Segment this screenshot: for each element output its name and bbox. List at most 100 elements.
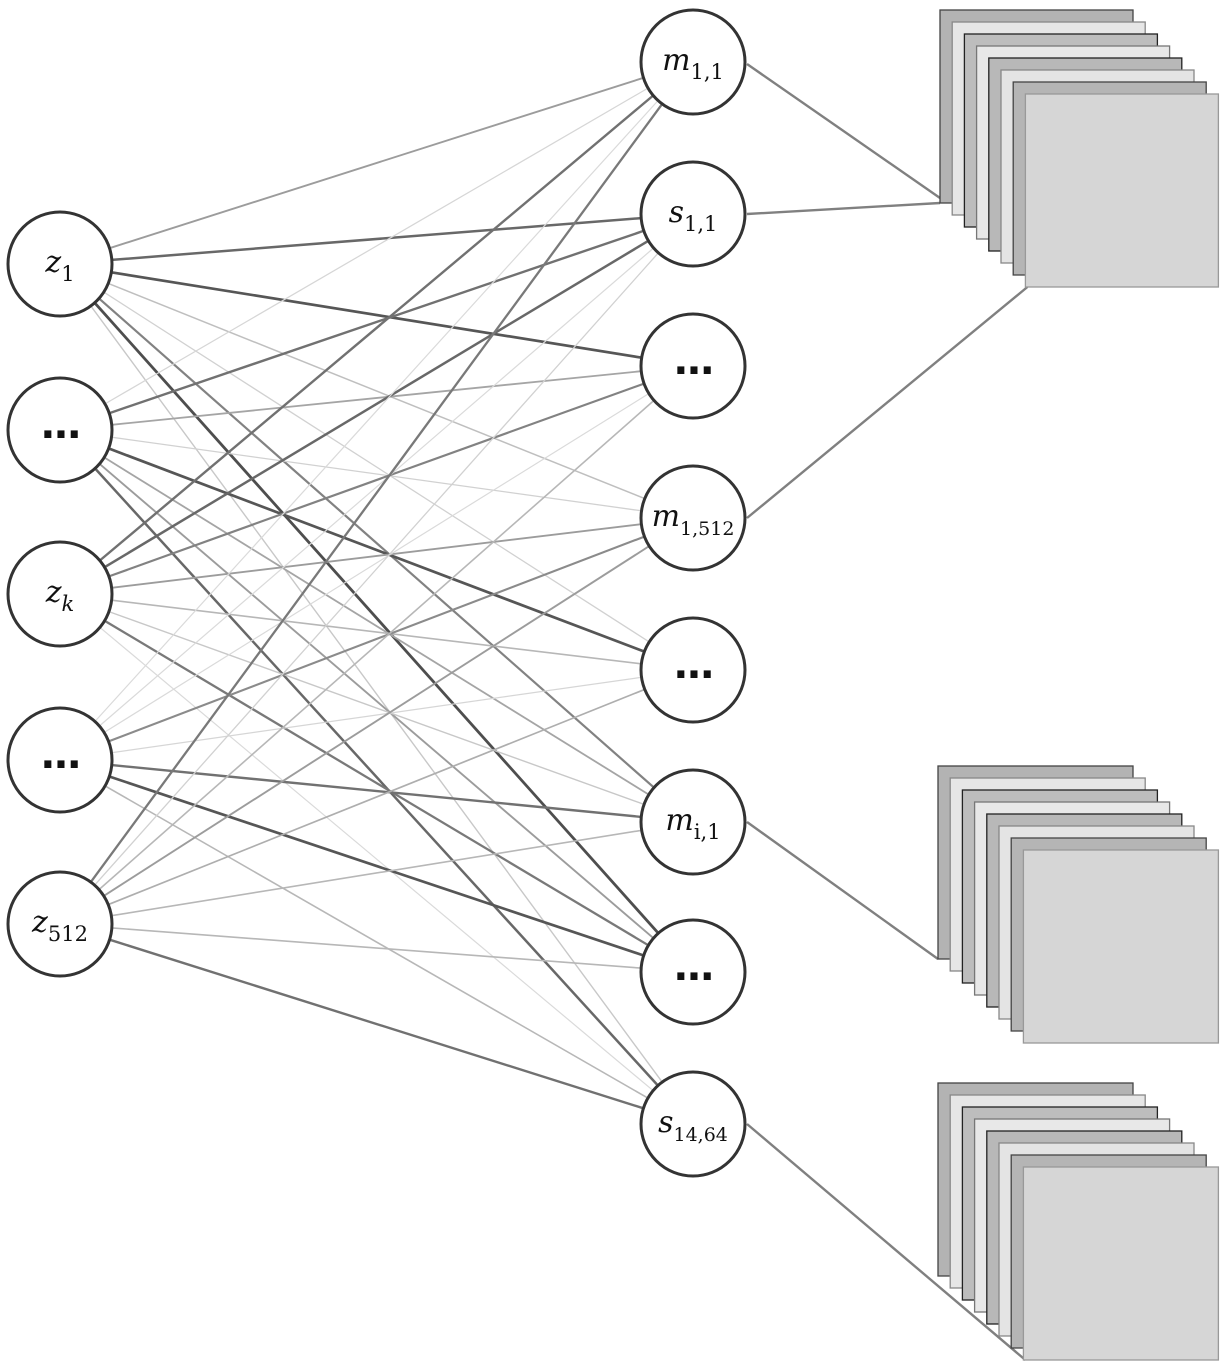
feature-map-stack-middle bbox=[937, 765, 1220, 1044]
edge-in_dots_2-to-s11 bbox=[99, 247, 654, 727]
node-out_dots_1-ellipsis: ... bbox=[673, 338, 713, 384]
variable-base: z bbox=[44, 245, 61, 280]
node-out_dots_1: ... bbox=[639, 312, 747, 420]
node-z1: z1 bbox=[6, 210, 114, 318]
edge-z512-to-s11 bbox=[94, 252, 659, 886]
node-zk: zk bbox=[6, 540, 114, 648]
edge-in_dots_1-to-s11 bbox=[108, 229, 645, 415]
variable-base: s bbox=[658, 1105, 673, 1140]
edge-in_dots_1-to-out_dots_1 bbox=[111, 370, 642, 426]
edge-z1-to-mi1 bbox=[98, 297, 655, 789]
feature-map-stacks bbox=[937, 9, 1220, 1361]
node-z1-circle bbox=[6, 210, 114, 318]
variable-base: z bbox=[45, 575, 62, 610]
variable-subscript: 1,1 bbox=[684, 212, 717, 236]
node-out_dots_3: ... bbox=[639, 918, 747, 1026]
variable-base: m bbox=[652, 499, 680, 534]
edge-in_dots_1-to-out_dots_3 bbox=[98, 463, 655, 939]
node-out_dots_1-circle bbox=[639, 312, 747, 420]
edge-in_dots_2-to-out_dots_3 bbox=[108, 775, 645, 957]
edge-in_dots_1-to-s1464 bbox=[94, 467, 659, 1087]
edge-in_dots_1-to-mi1 bbox=[103, 456, 650, 796]
node-s11-circle bbox=[639, 160, 747, 268]
link-s1464-to-stack-bottom bbox=[746, 1123, 1027, 1361]
edge-z512-to-mi1 bbox=[111, 829, 642, 917]
edge-z1-to-out_dots_2 bbox=[103, 291, 650, 643]
node-m11-label: m1,1 bbox=[662, 43, 724, 84]
link-m1512-to-stack-top bbox=[746, 286, 1029, 519]
node-z512-circle bbox=[6, 870, 114, 978]
edge-in_dots_2-to-m11 bbox=[94, 100, 659, 722]
link-s11-to-stack-top bbox=[746, 201, 941, 216]
node-mi1: mi,1 bbox=[639, 768, 747, 876]
node-m1512-circle bbox=[639, 464, 747, 572]
edge-in_dots_2-to-out_dots_2 bbox=[111, 676, 642, 754]
variable-subscript: 1,1 bbox=[691, 60, 724, 84]
node-m11: m1,1 bbox=[639, 8, 747, 116]
edge-z512-to-out_dots_1 bbox=[98, 399, 655, 891]
variable-base: m bbox=[665, 803, 693, 838]
edge-in_dots_1-to-m11 bbox=[104, 87, 649, 405]
node-m1512: m1,512 bbox=[639, 464, 747, 572]
edge-in_dots_2-to-m1512 bbox=[108, 535, 645, 743]
edge-z512-to-m1512 bbox=[103, 545, 650, 897]
node-out_dots_3-circle bbox=[639, 918, 747, 1026]
edge-in_dots_2-to-s1464 bbox=[104, 785, 649, 1099]
edge-z1-to-s1464 bbox=[90, 305, 663, 1083]
node-in_dots_2: ... bbox=[6, 706, 114, 814]
edge-in_dots_1-to-m1512 bbox=[111, 436, 642, 512]
node-in_dots_1-circle bbox=[6, 376, 114, 484]
edge-z1-to-out_dots_1 bbox=[111, 270, 642, 360]
node-zk-label: zk bbox=[45, 575, 75, 616]
node-in_dots_2-circle bbox=[6, 706, 114, 814]
node-mi1-label: mi,1 bbox=[665, 803, 720, 844]
edge-in_dots_2-to-mi1 bbox=[111, 763, 642, 819]
feature-map-layer bbox=[1022, 849, 1220, 1044]
network-nodes: z1...zk...z512m1,1s1,1...m1,512...mi,1..… bbox=[6, 8, 747, 1178]
node-s1464: s14,64 bbox=[639, 1070, 747, 1178]
node-out_dots_2-circle bbox=[639, 616, 747, 724]
variable-subscript: k bbox=[62, 592, 75, 616]
link-mi1-to-stack-middle bbox=[746, 821, 939, 960]
node-zk-circle bbox=[6, 540, 114, 648]
edge-zk-to-m1512 bbox=[111, 523, 642, 589]
variable-base: z bbox=[31, 905, 48, 940]
edge-zk-to-m11 bbox=[99, 94, 654, 562]
node-m11-circle bbox=[639, 8, 747, 116]
edge-zk-to-s11 bbox=[103, 239, 650, 569]
edge-zk-to-mi1 bbox=[108, 610, 645, 806]
edge-z512-to-out_dots_2 bbox=[107, 688, 646, 906]
node-in_dots_2-ellipsis: ... bbox=[40, 732, 80, 778]
variable-base: s bbox=[669, 195, 684, 230]
node-out_dots_2-ellipsis: ... bbox=[673, 642, 713, 688]
edge-zk-to-out_dots_1 bbox=[108, 382, 645, 578]
node-in_dots_1-ellipsis: ... bbox=[40, 402, 80, 448]
variable-base: m bbox=[662, 43, 690, 78]
variable-subscript: 512 bbox=[48, 922, 88, 946]
edge-z1-to-s11 bbox=[111, 216, 642, 262]
variable-subscript: 14,64 bbox=[674, 1124, 728, 1146]
link-m11-to-stack-top bbox=[746, 63, 941, 199]
node-z512: z512 bbox=[6, 870, 114, 978]
connection-edges bbox=[89, 76, 664, 1110]
node-s1464-label: s14,64 bbox=[658, 1105, 728, 1146]
node-mi1-circle bbox=[639, 768, 747, 876]
feature-map-stack-top bbox=[939, 9, 1220, 288]
edge-z512-to-out_dots_3 bbox=[111, 927, 642, 969]
node-s11-label: s1,1 bbox=[669, 195, 718, 236]
edge-z1-to-m1512 bbox=[108, 282, 645, 500]
feature-map-links bbox=[746, 63, 1029, 1361]
edge-z512-to-m11 bbox=[89, 103, 664, 883]
edge-z512-to-s1464 bbox=[109, 938, 644, 1110]
node-m1512-label: m1,512 bbox=[652, 499, 735, 540]
variable-subscript: 1,512 bbox=[680, 518, 734, 540]
node-z1-label: z1 bbox=[44, 245, 74, 286]
node-out_dots_3-ellipsis: ... bbox=[673, 944, 713, 990]
feature-map-layer bbox=[1024, 93, 1220, 288]
edge-zk-to-out_dots_2 bbox=[111, 599, 642, 665]
edge-in_dots_1-to-out_dots_2 bbox=[108, 447, 645, 653]
node-s1464-circle bbox=[639, 1070, 747, 1178]
node-s11: s1,1 bbox=[639, 160, 747, 268]
